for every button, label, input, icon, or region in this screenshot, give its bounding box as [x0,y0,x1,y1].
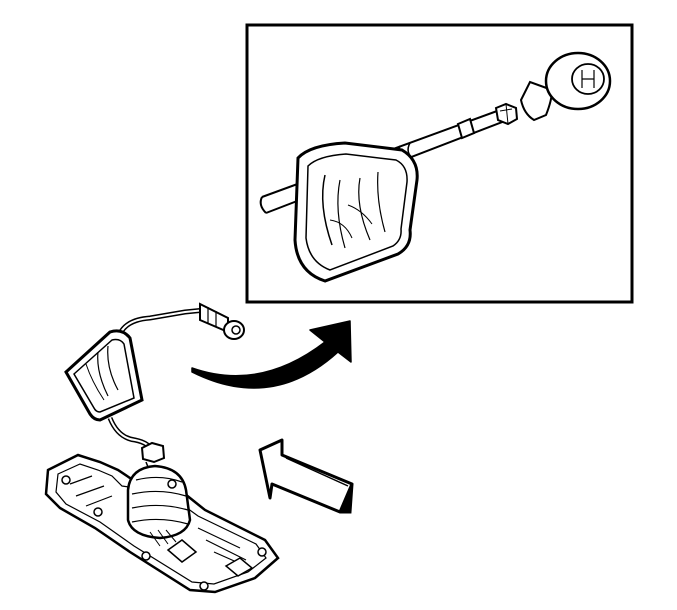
detail-inset [245,23,634,304]
main-assembly [44,302,280,594]
shift-knob [519,51,612,122]
shift-boot [293,141,419,283]
shift-knob-nut [494,102,519,126]
shift-boot [64,329,144,422]
detail-arrow [191,320,352,389]
view-arrow [258,438,354,514]
shift-console-base [44,453,280,594]
